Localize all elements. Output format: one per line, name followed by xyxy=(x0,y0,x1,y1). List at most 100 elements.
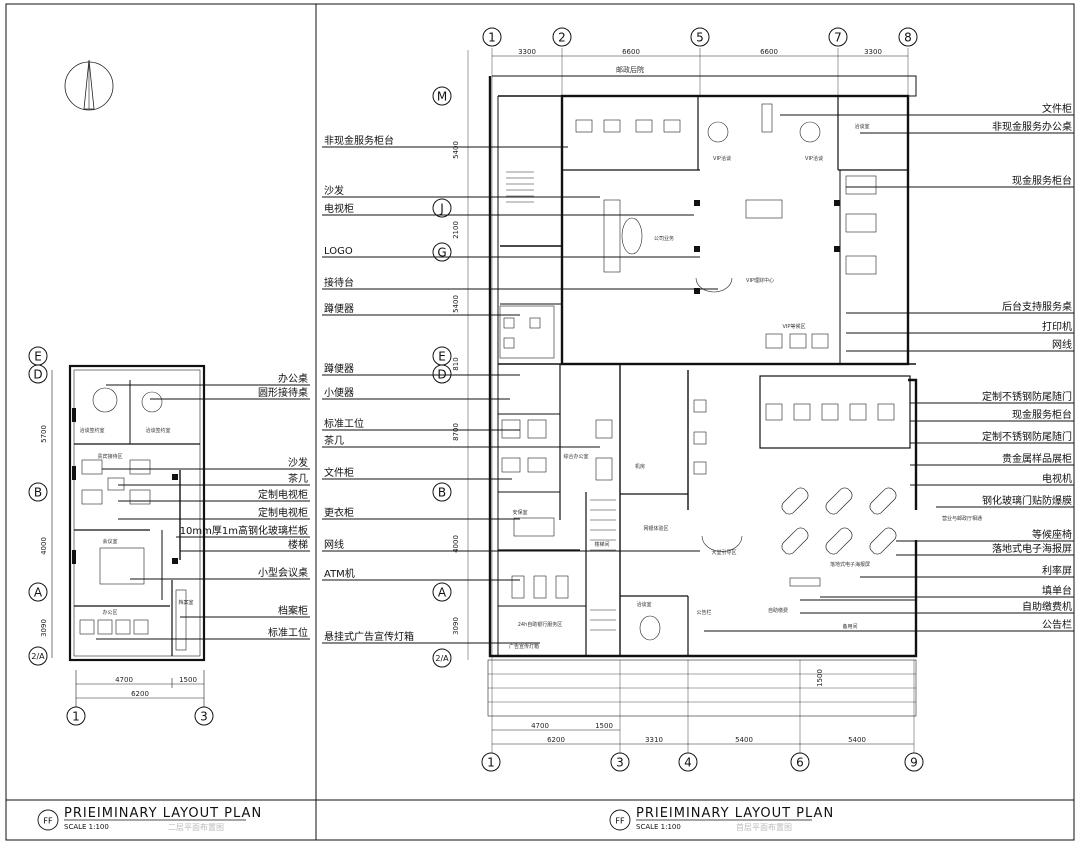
leader-label: 10mm厚1m高钢化玻璃栏板 xyxy=(176,524,310,538)
leader-label: 利率屏 xyxy=(860,564,1074,578)
annotation-text: 文件柜 xyxy=(1042,102,1072,115)
leader-label: 电视柜 xyxy=(322,202,694,216)
leader-label: 圆形接待桌 xyxy=(150,386,310,400)
grid-label: 9 xyxy=(910,756,918,770)
dimension-label: 3090 xyxy=(452,617,460,635)
dimension-label: 5400 xyxy=(848,736,866,744)
grid-label: 7 xyxy=(834,31,842,45)
room-label: VIP等候区 xyxy=(783,323,806,330)
annotation-text: 现金服务柜台 xyxy=(1012,174,1072,187)
leader-label: 沙发 xyxy=(322,184,600,198)
grid-label: 1 xyxy=(72,710,80,724)
leader-label: 文件柜 xyxy=(322,466,512,480)
room-label: VIP理财中心 xyxy=(746,277,774,284)
leader-label: 更衣柜 xyxy=(322,506,520,520)
annotation-text: 楼梯 xyxy=(288,538,308,551)
annotation-text: 悬挂式广告宣传灯箱 xyxy=(324,630,414,643)
room-label: 24h自助银行服务区 xyxy=(518,621,563,628)
room-label: 公告栏 xyxy=(696,609,711,616)
annotation-text: 文件柜 xyxy=(324,466,354,479)
dimension-label: 6200 xyxy=(131,690,149,698)
leader-label: 非现金服务柜台 xyxy=(322,134,568,148)
room-label: 公司业务 xyxy=(654,235,674,242)
grid-bubble: 6 xyxy=(790,752,810,772)
annotation-text: 茶几 xyxy=(324,434,344,447)
room-label: 洽谈室 xyxy=(636,601,651,608)
room-label: 档案室 xyxy=(178,599,193,606)
leader-label: 茶几 xyxy=(322,434,600,448)
dimension-label: 5400 xyxy=(452,295,460,313)
grid-label: 2 xyxy=(558,31,566,45)
title-badge: FF xyxy=(43,817,53,826)
grid-bubble: J xyxy=(432,198,452,218)
dimension-label: 8700 xyxy=(452,423,460,441)
grid-bubble: 2 xyxy=(552,27,572,47)
room-label: 综合办公室 xyxy=(563,453,588,460)
annotation-text: 落地式电子海报屏 xyxy=(992,542,1072,555)
grid-label: 3 xyxy=(616,756,624,770)
room-label: 洽谈签约室 xyxy=(79,427,104,434)
dimension-label: 810 xyxy=(452,357,460,370)
dimension-label: 6600 xyxy=(760,48,778,56)
dimension-label: 4000 xyxy=(40,537,48,555)
grid-label: G xyxy=(437,246,446,260)
annotation-text: LOGO xyxy=(324,246,353,257)
leader-label: 文件柜 xyxy=(780,102,1074,116)
dimension-label: 5700 xyxy=(40,425,48,443)
room-label: 贵宾接待区 xyxy=(97,453,122,460)
annotation-text: 钢化玻璃门贴防爆膜 xyxy=(982,494,1072,507)
leader-label: 标准工位 xyxy=(96,626,310,640)
dimension-label: 4700 xyxy=(115,676,133,684)
grid-bubble: 1 xyxy=(66,706,86,726)
grid-label: 6 xyxy=(796,756,804,770)
grid-bubble: B xyxy=(28,482,48,502)
annotation-text: 填单台 xyxy=(1042,584,1072,597)
leader-label: 等候座椅 xyxy=(896,528,1074,542)
annotation-text: 标准工位 xyxy=(324,417,364,430)
grid-label: 8 xyxy=(904,31,912,45)
annotation-text: 打印机 xyxy=(1042,320,1072,333)
dimension-label: 4700 xyxy=(531,722,549,730)
grid-bubble: 2/A xyxy=(28,646,48,666)
dimension-label: 1500 xyxy=(816,669,824,687)
annotation-text: 定制电视柜 xyxy=(258,488,308,501)
leader-label: ATM机 xyxy=(322,567,520,581)
annotation-text: 公告栏 xyxy=(1042,618,1072,631)
title-badge: FF xyxy=(615,817,625,826)
grid-label: A xyxy=(34,586,43,600)
leader-label: 后台支持服务桌 xyxy=(846,300,1074,314)
room-label: 大堂引导区 xyxy=(711,549,736,556)
grid-label: J xyxy=(439,202,444,216)
grid-bubble: E xyxy=(28,346,48,366)
leader-label: 楼梯 xyxy=(180,538,310,552)
grid-label: D xyxy=(33,368,42,382)
annotation-text: 更衣柜 xyxy=(324,506,354,519)
leader-label: 办公桌 xyxy=(106,372,310,386)
annotation-text: 现金服务柜台 xyxy=(1012,408,1072,421)
annotation-text: 圆形接待桌 xyxy=(258,386,308,399)
annotation-text: 小型会议桌 xyxy=(258,566,308,579)
grid-bubble: 2/A xyxy=(432,648,452,668)
room-label: 洽谈签约室 xyxy=(145,427,170,434)
leader-label: 茶几 xyxy=(118,472,310,486)
grid-label: 2/A xyxy=(31,652,45,661)
grid-label: 1 xyxy=(487,756,495,770)
grid-bubble: B xyxy=(432,482,452,502)
annotation-text: 定制不锈钢防尾随门 xyxy=(982,430,1072,443)
sheet-border xyxy=(5,3,1075,841)
annotation-text: 茶几 xyxy=(288,472,308,485)
annotation-text: 电视柜 xyxy=(324,202,354,215)
room-label: 落地式电子海报屏 xyxy=(830,561,870,568)
north-arrow-icon xyxy=(64,59,114,111)
grid-bubble: A xyxy=(432,582,452,602)
annotation-text: 标准工位 xyxy=(268,626,308,639)
grid-label: 3 xyxy=(200,710,208,724)
first-floor-plan: 3300 6600 6600 3300 xyxy=(452,48,982,760)
leader-label: 小便器 xyxy=(322,386,510,400)
grid-bubble: 7 xyxy=(828,27,848,47)
annotation-text: 定制不锈钢防尾随门 xyxy=(982,390,1072,403)
leader-label: 贵金属样品展柜 xyxy=(910,452,1074,466)
second-floor-plan: 洽谈签约室 洽谈签约室 贵宾接待区 会议室 办公区 档案室 4700 1500 … xyxy=(40,364,206,708)
annotation-text: 电视机 xyxy=(1042,472,1072,485)
